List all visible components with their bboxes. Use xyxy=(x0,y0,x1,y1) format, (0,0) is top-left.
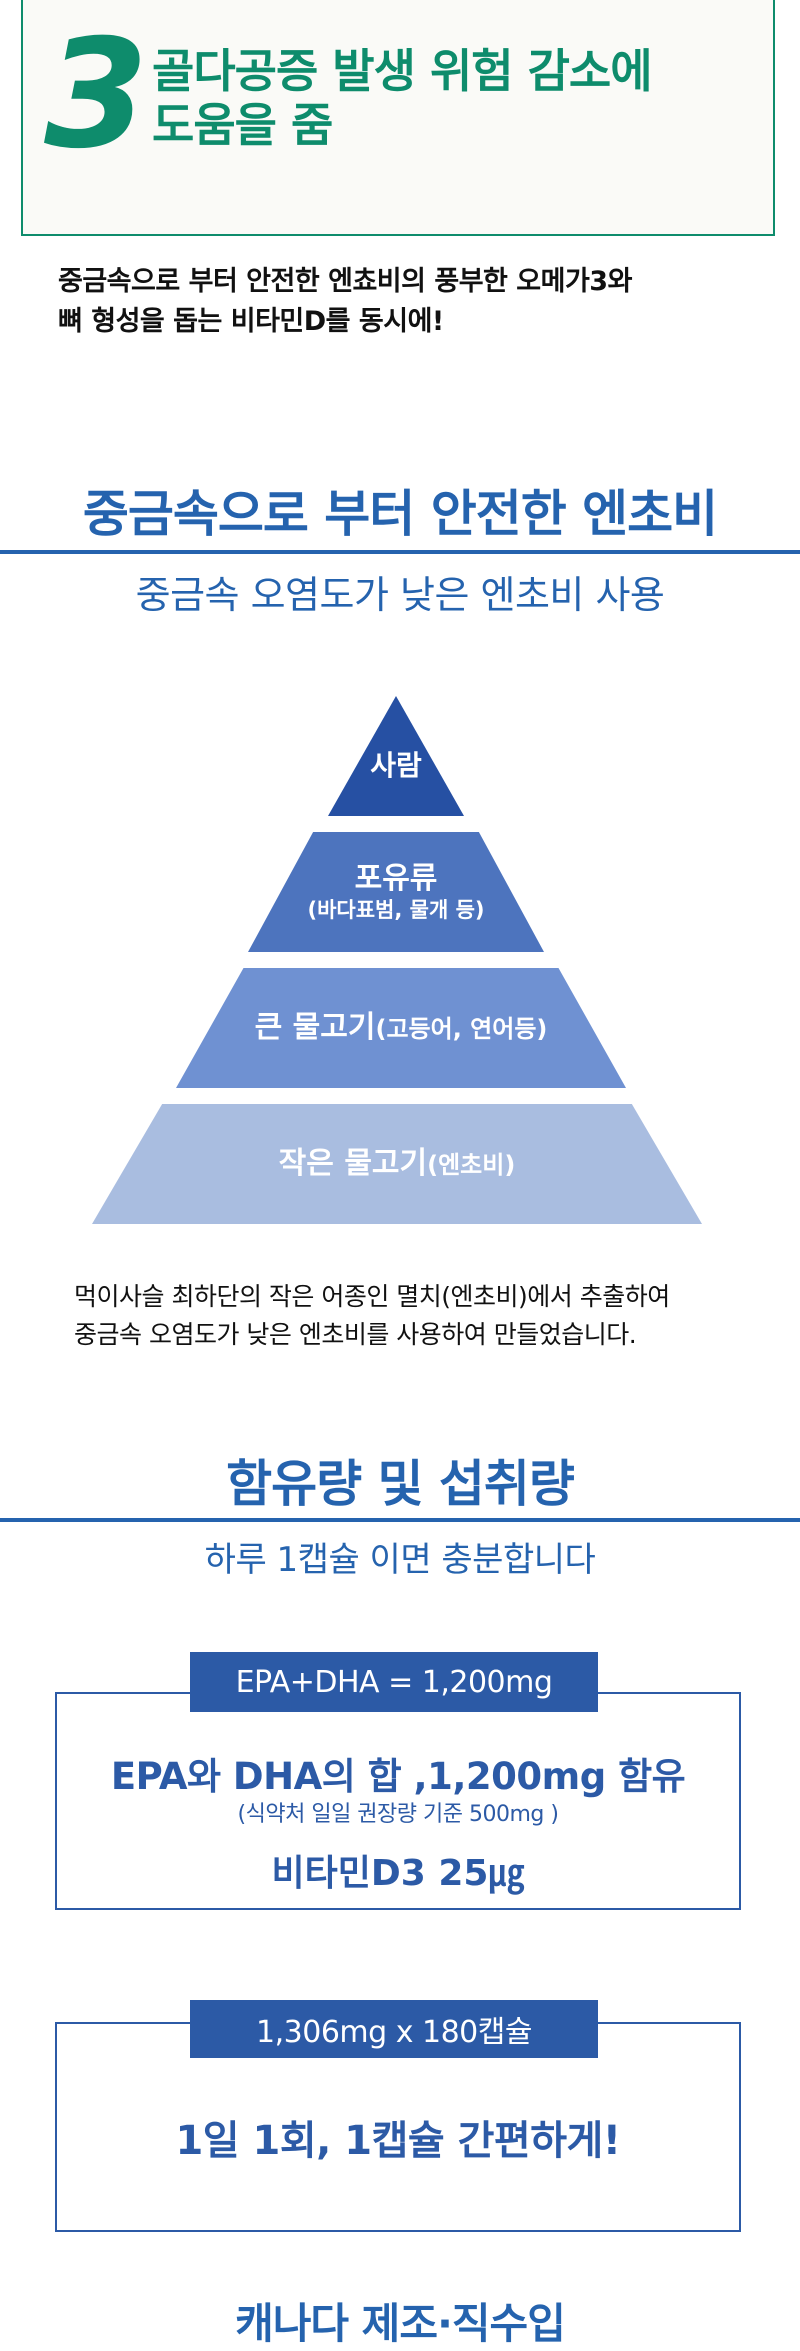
content-box-line3: 비타민D3 25㎍ xyxy=(271,1853,525,1894)
pyramid-tier-mammal-sub: (바다표범, 물개 등) xyxy=(307,898,485,922)
pyramid-description-line1: 먹이사슬 최하단의 작은 어종인 멸치(엔초비)에서 추출하여 xyxy=(74,1282,670,1311)
header-box xyxy=(21,0,775,236)
pyramid-tier-human-label: 사람 xyxy=(370,749,422,782)
intro-text: 중금속으로 부터 안전한 엔쵸비의 풍부한 오메가3와 뼈 형성을 돕는 비타민… xyxy=(58,262,758,342)
section-anchovy-title: 중금속으로 부터 안전한 엔초비 xyxy=(82,485,718,543)
header-title: 골다공증 발생 위험 감소에 도움을 줌 xyxy=(152,44,752,152)
section-anchovy-divider xyxy=(0,550,800,554)
pyramid-tier-small-fish-label: 작은 물고기 xyxy=(278,1145,428,1181)
pyramid-tier-small-fish-sub: (엔초비) xyxy=(427,1150,516,1179)
section-content-subtitle: 하루 1캡슐 이면 충분합니다 xyxy=(204,1540,596,1580)
pyramid-tier-human: 사람 xyxy=(328,696,464,816)
content-box xyxy=(55,1692,741,1910)
pyramid-description: 먹이사슬 최하단의 작은 어종인 멸치(엔초비)에서 추출하여 중금속 오염도가… xyxy=(74,1278,774,1354)
section-anchovy-subtitle: 중금속 오염도가 낮은 엔초비 사용 xyxy=(135,573,665,617)
intro-line1: 중금속으로 부터 안전한 엔쵸비의 풍부한 오메가3와 xyxy=(58,266,632,297)
footer-title: 캐나다 제조·직수입 xyxy=(235,2299,566,2348)
pyramid-tier-big-fish: 큰 물고기(고등어, 연어등) xyxy=(176,968,626,1088)
dosage-box-line1: 1일 1회, 1캡슐 간편하게! xyxy=(175,2118,621,2164)
section-content-divider xyxy=(0,1518,800,1522)
content-box-tag: EPA+DHA = 1,200mg xyxy=(190,1652,598,1712)
content-box-line1: EPA와 DHA의 합 ,1,200mg 함유 xyxy=(110,1755,686,1798)
pyramid-tier-small-fish: 작은 물고기(엔초비) xyxy=(92,1104,702,1224)
pyramid-tier-big-fish-sub: (고등어, 연어등) xyxy=(375,1014,548,1043)
section-content-title: 함유량 및 섭취량 xyxy=(226,1455,575,1513)
pyramid-tier-big-fish-label: 큰 물고기 xyxy=(254,1009,376,1045)
header-title-line2: 도움을 줌 xyxy=(152,98,333,152)
intro-line2: 뼈 형성을 돕는 비타민D를 동시에! xyxy=(58,306,444,337)
pyramid-description-line2: 중금속 오염도가 낮은 엔초비를 사용하여 만들었습니다. xyxy=(74,1320,637,1349)
section-number: 3 xyxy=(44,8,148,182)
content-box-line2: (식약처 일일 권장량 기준 500mg ) xyxy=(237,1802,559,1827)
pyramid-tier-mammal-label: 포유류 xyxy=(354,861,438,896)
header-title-line1: 골다공증 발생 위험 감소에 xyxy=(152,44,653,98)
dosage-box-tag: 1,306mg x 180캡슐 xyxy=(190,2000,598,2058)
pyramid-tier-mammal: 포유류 (바다표범, 물개 등) xyxy=(248,832,544,952)
